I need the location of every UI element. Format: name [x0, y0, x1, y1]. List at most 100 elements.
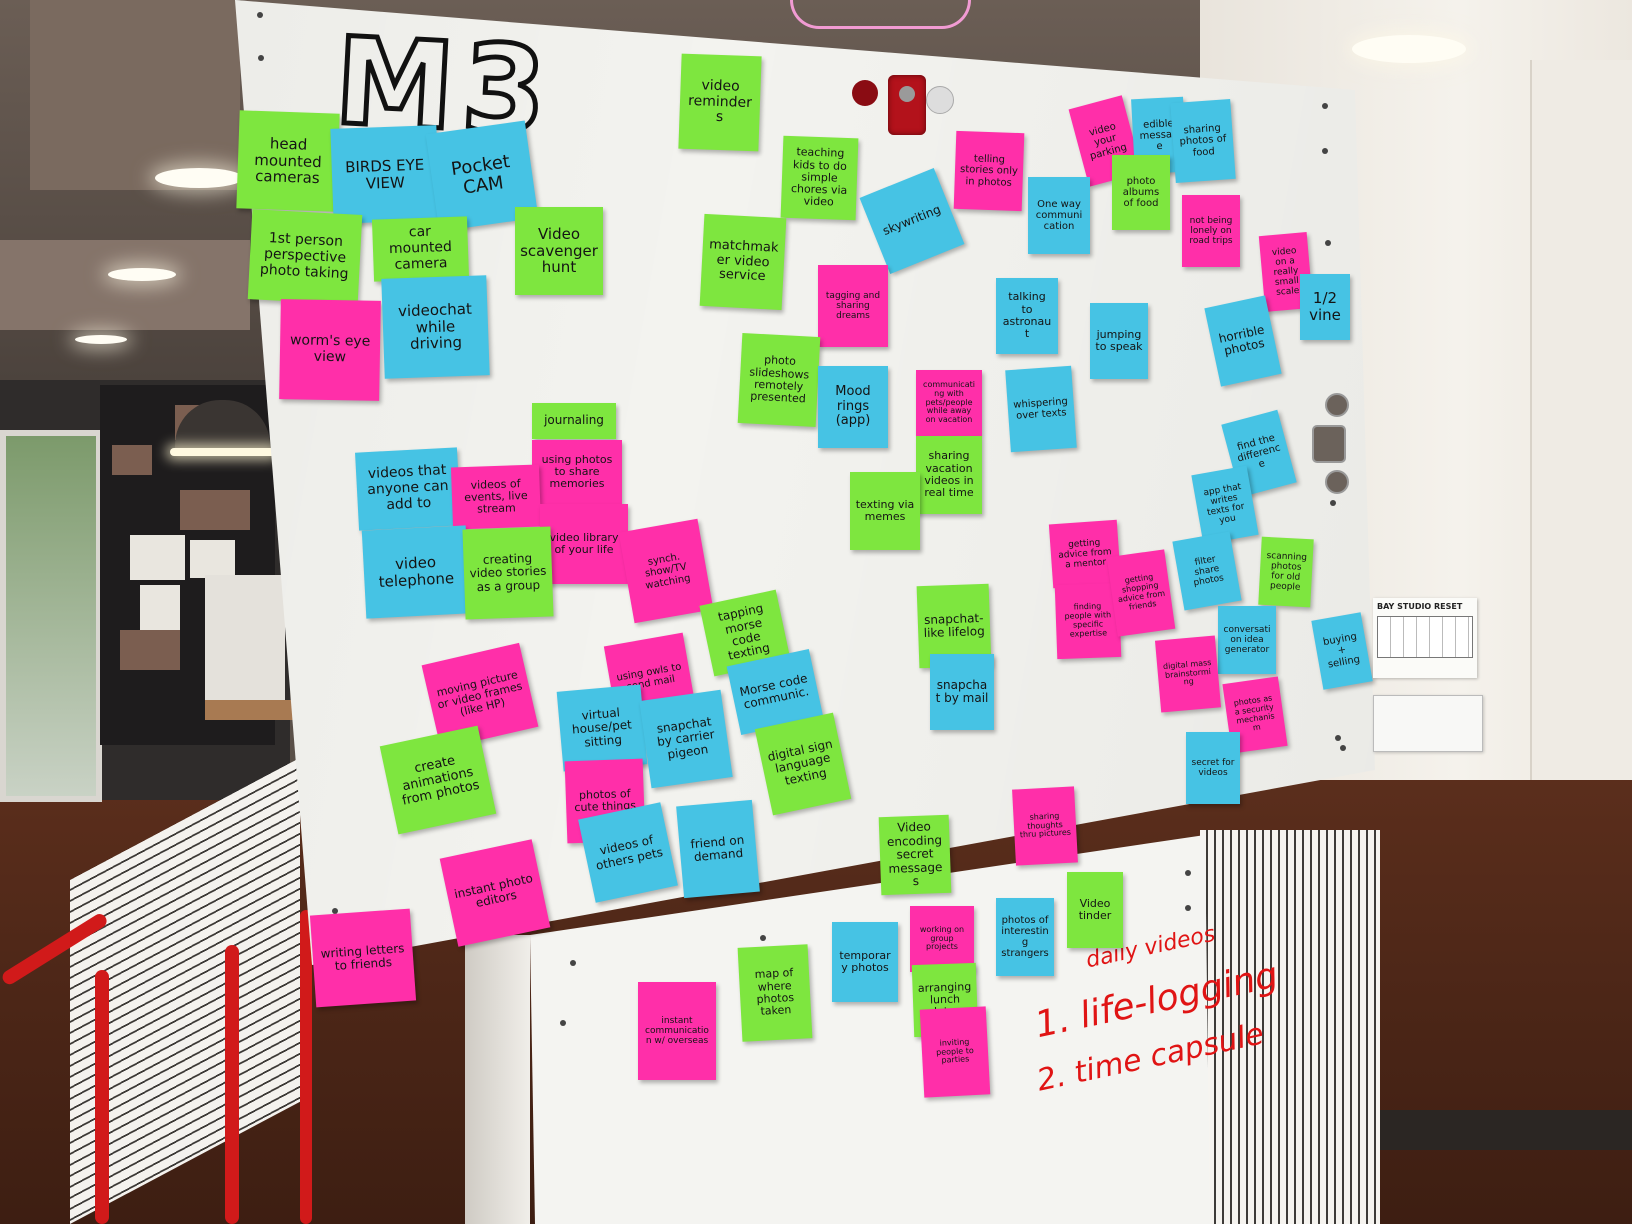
sticky-note: journaling	[532, 403, 616, 439]
board-screw	[1330, 500, 1336, 506]
sticky-note: talking to astronaut	[996, 278, 1058, 354]
sticky-note: conversation idea generator	[1218, 606, 1276, 674]
light-switch-plate[interactable]	[1373, 695, 1483, 752]
red-magnet	[888, 75, 926, 135]
sticky-note: using photos to share memories	[532, 440, 622, 504]
pinned-photo	[120, 630, 180, 670]
stacked-boards-right	[1200, 830, 1380, 1224]
sticky-note: jumping to speak	[1090, 303, 1148, 379]
ceiling-light	[155, 168, 243, 188]
lamp-glow	[170, 448, 275, 456]
pinned-photo	[180, 490, 250, 530]
desk	[205, 700, 295, 720]
sticky-note: sharing vacation videos in real time	[916, 436, 982, 514]
sticky-note: getting shopping advice from friends	[1106, 549, 1176, 637]
sticky-note: Mood rings (app)	[818, 366, 888, 448]
pinned-photo	[112, 445, 152, 475]
sticky-note: photos of interesting strangers	[996, 898, 1054, 976]
sticky-note: Video tinder	[1067, 872, 1123, 948]
pinned-paper	[190, 540, 235, 578]
sticky-note: 1/2 vine	[1300, 274, 1350, 340]
board-screw	[1185, 905, 1191, 911]
magnet-bolt	[899, 86, 915, 102]
sticky-note: BIRDS EYE VIEW	[330, 125, 440, 224]
sticky-note: One way communication	[1028, 177, 1090, 254]
board-screw	[1185, 870, 1191, 876]
sticky-note: filter share photos	[1172, 531, 1242, 611]
sticky-note: photo albums of food	[1112, 155, 1170, 230]
board-screw	[257, 12, 263, 18]
red-cart-rail	[95, 970, 109, 1224]
wall-flyer: BAY STUDIO RESET	[1373, 598, 1477, 678]
board-screw	[258, 55, 264, 61]
board-screw	[332, 908, 338, 914]
sticky-note: telling stories only in photos	[953, 130, 1025, 212]
board-hole	[1325, 470, 1349, 494]
sticky-note: teaching kids to do simple chores via vi…	[780, 135, 859, 221]
sticky-note: Video encoding secret messages	[878, 814, 952, 896]
sticky-note: photo slideshows remotely presented	[737, 333, 821, 427]
sticky-note: video telephone	[361, 525, 471, 619]
ceiling-panel	[0, 240, 250, 330]
sticky-note: Video scavenger hunt	[515, 207, 603, 295]
red-cart-rail	[300, 910, 312, 1224]
sticky-note: videochat while driving	[381, 275, 490, 379]
sticky-note: videos of others pets	[578, 802, 678, 903]
board-screw	[760, 935, 766, 941]
board-screw	[1325, 240, 1331, 246]
board-hole	[1325, 393, 1349, 417]
sticky-note: head mounted cameras	[236, 110, 340, 212]
sticky-note: sharing photos of food	[1170, 99, 1236, 183]
magnet-cap	[926, 86, 954, 114]
sticky-note: video library of your life	[540, 504, 628, 584]
sticky-note: map of where photos taken	[737, 944, 813, 1042]
red-cart-rail	[225, 945, 239, 1224]
board-screw	[1340, 745, 1346, 751]
sticky-note: tagging and sharing dreams	[818, 265, 888, 347]
board-screw	[570, 960, 576, 966]
ceiling-panel	[30, 0, 240, 190]
ceiling-light	[75, 335, 127, 344]
baseboard	[1340, 1110, 1632, 1150]
magnet-cap	[852, 80, 878, 106]
sticky-note: friend on demand	[676, 799, 760, 899]
sticky-note: writing letters to friends	[309, 908, 417, 1008]
sticky-note: inviting people to parties	[919, 1006, 991, 1098]
sticky-note: worm's eye view	[279, 299, 381, 401]
sticky-note: digital mass brainstorming	[1154, 635, 1222, 713]
sticky-note: videos that anyone can add to	[355, 447, 461, 531]
sticky-note: snapchat by carrier pigeon	[639, 689, 733, 789]
sticky-note: matchmaker video service	[699, 213, 787, 311]
sticky-note: temporary photos	[832, 922, 898, 1002]
flyer-title: BAY STUDIO RESET	[1377, 602, 1463, 611]
sticky-note: scanning photos for old people	[1258, 536, 1314, 608]
sticky-note: video reminders	[678, 53, 762, 152]
glass-door	[0, 430, 102, 802]
sticky-note: communicating with pets/people while awa…	[916, 370, 982, 436]
ceiling-light	[1352, 35, 1466, 63]
board-slot	[1312, 425, 1346, 463]
printer	[205, 575, 285, 715]
sticky-note: sharing thoughts thru pictures	[1012, 786, 1078, 866]
pink-scribble	[790, 0, 971, 29]
ceiling-light	[108, 268, 176, 281]
sticky-note: car mounted camera	[371, 216, 470, 282]
sticky-note: videos of events, live stream	[450, 464, 542, 530]
board-screw	[560, 1020, 566, 1026]
pinned-paper	[130, 535, 185, 580]
board-support-post	[465, 935, 530, 1224]
sticky-note: instant communication w/ overseas	[638, 982, 716, 1080]
sticky-note: snapchat by mail	[930, 654, 994, 730]
board-screw	[1322, 148, 1328, 154]
board-screw	[1335, 735, 1341, 741]
pinned-paper	[140, 585, 180, 635]
sticky-note: not being lonely on road trips	[1182, 195, 1240, 267]
sticky-note: 1st person perspective photo taking	[247, 209, 363, 305]
flyer-floorplan	[1377, 616, 1473, 658]
board-screw	[1322, 103, 1328, 109]
sticky-note: secret for videos	[1186, 732, 1240, 804]
sticky-note: creating video stories as a group	[462, 526, 554, 620]
sticky-note: texting via memes	[850, 472, 920, 550]
sticky-note: instant photo editors	[439, 839, 551, 947]
sticky-note: whispering over texts	[1005, 365, 1077, 453]
